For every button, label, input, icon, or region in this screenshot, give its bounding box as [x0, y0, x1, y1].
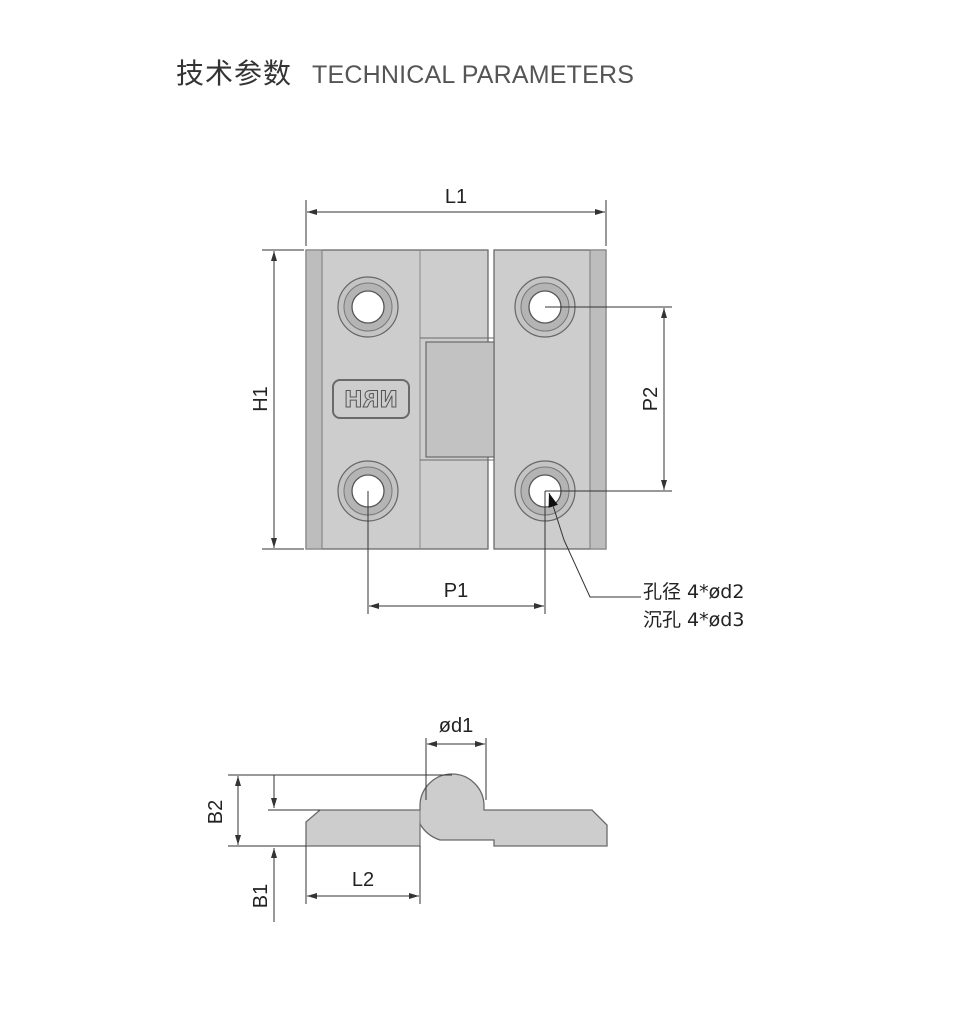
hole-leader: 孔径 4*ød2 沉孔 4*ød3	[548, 492, 744, 631]
dim-L2: L2	[305, 846, 421, 904]
hole-note-line1: 孔径 4*ød2	[643, 581, 744, 603]
dim-d1: ød1	[425, 715, 487, 800]
hole-note-line2: 沉孔 4*ød3	[643, 609, 744, 631]
label-P2: P2	[640, 387, 662, 411]
side-profile	[305, 773, 608, 847]
side-view: ød1 B2 B1 L2	[205, 715, 608, 922]
label-H1: H1	[250, 386, 272, 412]
dim-B2: B2	[205, 774, 452, 847]
label-P1: P1	[444, 580, 468, 602]
title-chinese: 技术参数	[176, 57, 293, 90]
title-english: TECHNICAL PARAMETERS	[312, 61, 635, 89]
page-header: 技术参数 TECHNICAL PARAMETERS	[176, 52, 634, 92]
label-B2: B2	[205, 800, 227, 824]
dim-L1: L1	[305, 186, 607, 246]
label-d1: ød1	[439, 715, 473, 737]
hole-top-left	[337, 276, 399, 338]
logo-text: NRH	[344, 388, 398, 413]
dim-H1: H1	[250, 249, 304, 550]
label-L2: L2	[352, 869, 374, 891]
front-view: NRH L1 H1 P2 P1	[250, 186, 744, 631]
label-L1: L1	[445, 186, 467, 208]
dim-B1: B1	[250, 775, 320, 922]
dim-P2: P2	[545, 306, 672, 492]
hinge-knuckle	[420, 337, 495, 461]
label-B1: B1	[250, 884, 272, 908]
dim-P1: P1	[367, 491, 546, 614]
nrh-logo: NRH	[332, 379, 410, 419]
